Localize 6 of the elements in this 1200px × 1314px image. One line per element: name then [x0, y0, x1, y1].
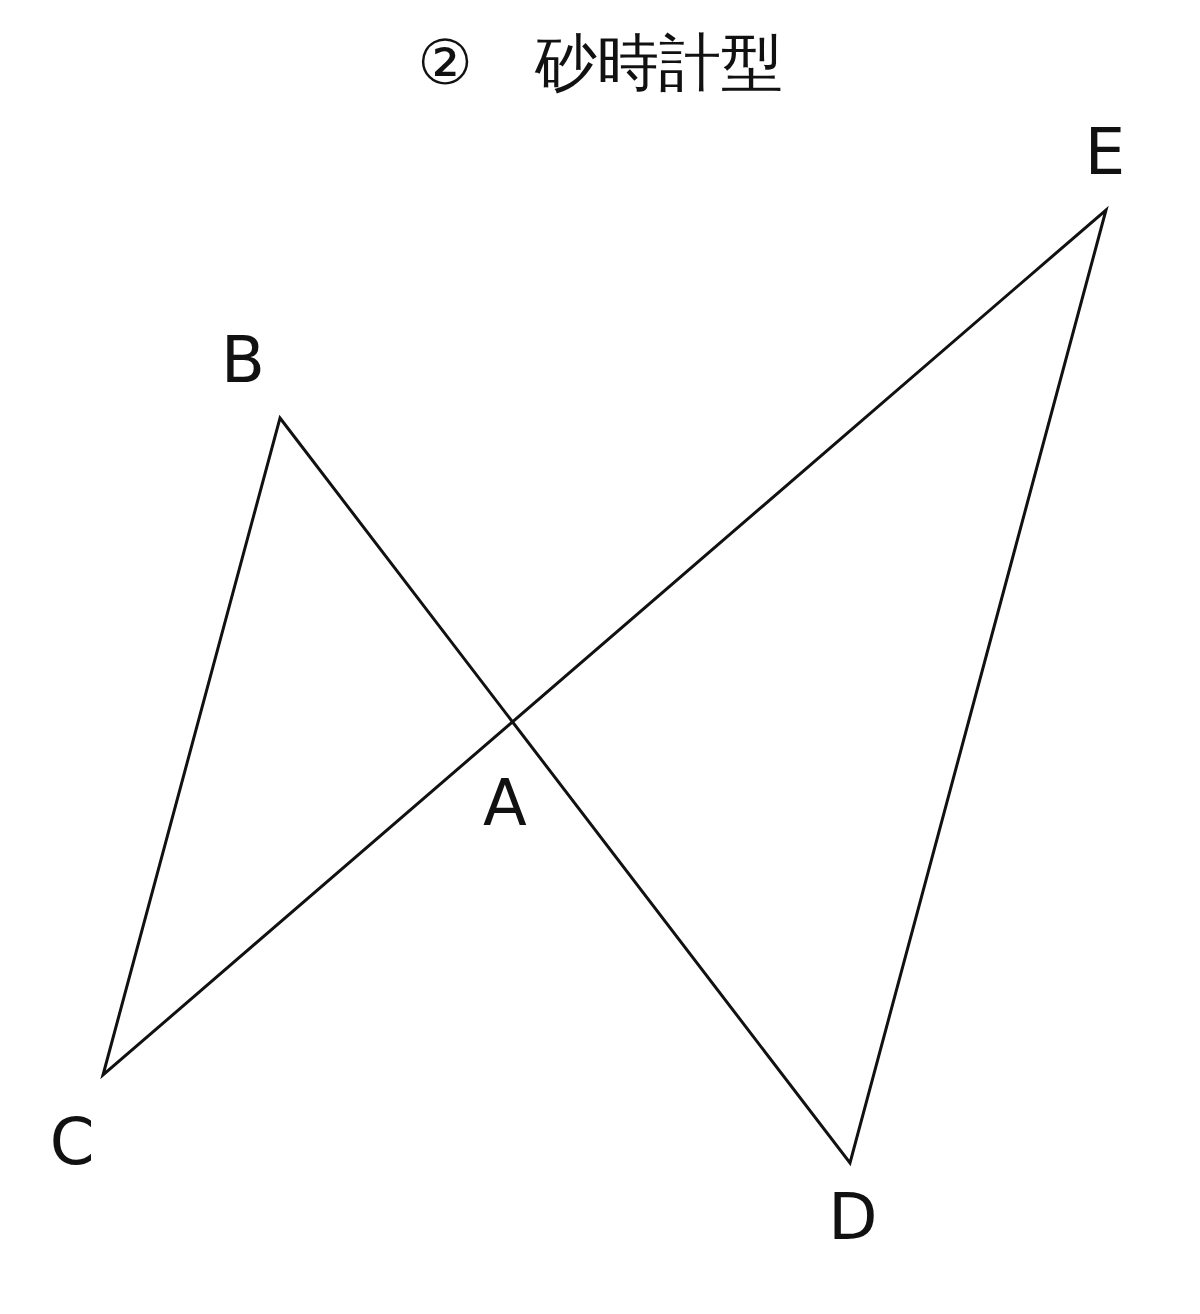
- vertex-label: B: [221, 328, 265, 392]
- figure-title: ② 砂時計型: [416, 32, 784, 94]
- vertex-label: D: [828, 1185, 878, 1249]
- vertex-label: E: [1084, 120, 1126, 184]
- vertex-label: A: [483, 771, 527, 835]
- vertex-label: C: [49, 1110, 95, 1174]
